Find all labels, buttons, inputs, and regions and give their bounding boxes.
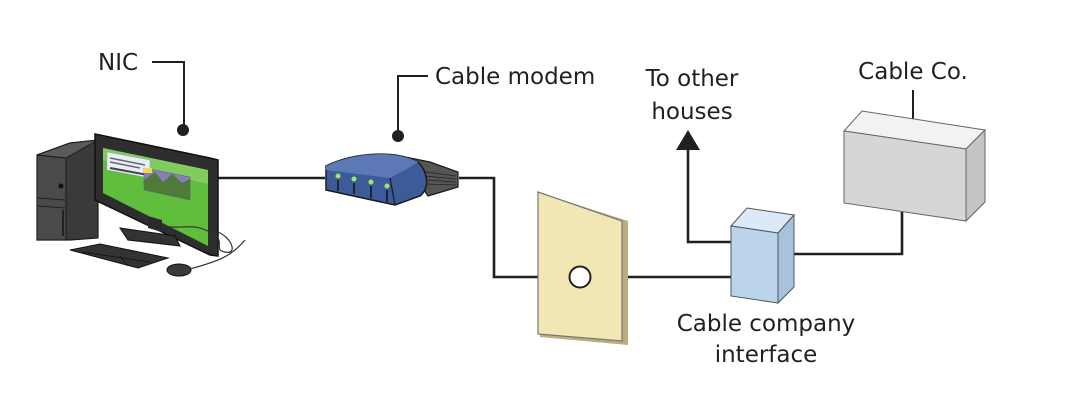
cable-modem-to-outlet bbox=[459, 176, 577, 279]
label-cable-co: Cable Co. bbox=[858, 59, 968, 85]
nic-callout-dot bbox=[177, 124, 189, 136]
computer-mouse bbox=[166, 263, 192, 277]
label-to-other-houses-line2: houses bbox=[651, 99, 732, 125]
label-interface-line2: interface bbox=[715, 342, 818, 368]
label-nic: NIC bbox=[98, 50, 138, 76]
label-to-other-houses-line1: To other bbox=[645, 66, 739, 92]
coax-jack bbox=[568, 265, 592, 289]
label-interface-line1: Cable company bbox=[677, 311, 856, 337]
nic-callout-line bbox=[152, 61, 185, 128]
computer-monitor bbox=[94, 133, 219, 257]
connections bbox=[217, 148, 904, 279]
computer-cords bbox=[162, 225, 246, 270]
cable-interface-to-other-houses bbox=[686, 148, 731, 244]
cable-interface-to-cable-co bbox=[793, 212, 904, 256]
wall-outlet bbox=[537, 191, 628, 345]
modem-callout-dot bbox=[392, 130, 404, 142]
cable-co-box bbox=[843, 110, 987, 223]
computer bbox=[36, 133, 246, 277]
computer-keyboard bbox=[69, 243, 170, 269]
cable-modem bbox=[325, 153, 459, 206]
modem-callout-line bbox=[397, 75, 428, 135]
arrow-up-icon bbox=[676, 130, 700, 150]
cable-company-interface-box bbox=[730, 207, 795, 305]
modem-led-lights bbox=[335, 173, 390, 202]
computer-tower bbox=[36, 139, 99, 241]
label-cable-modem: Cable modem bbox=[435, 64, 595, 90]
